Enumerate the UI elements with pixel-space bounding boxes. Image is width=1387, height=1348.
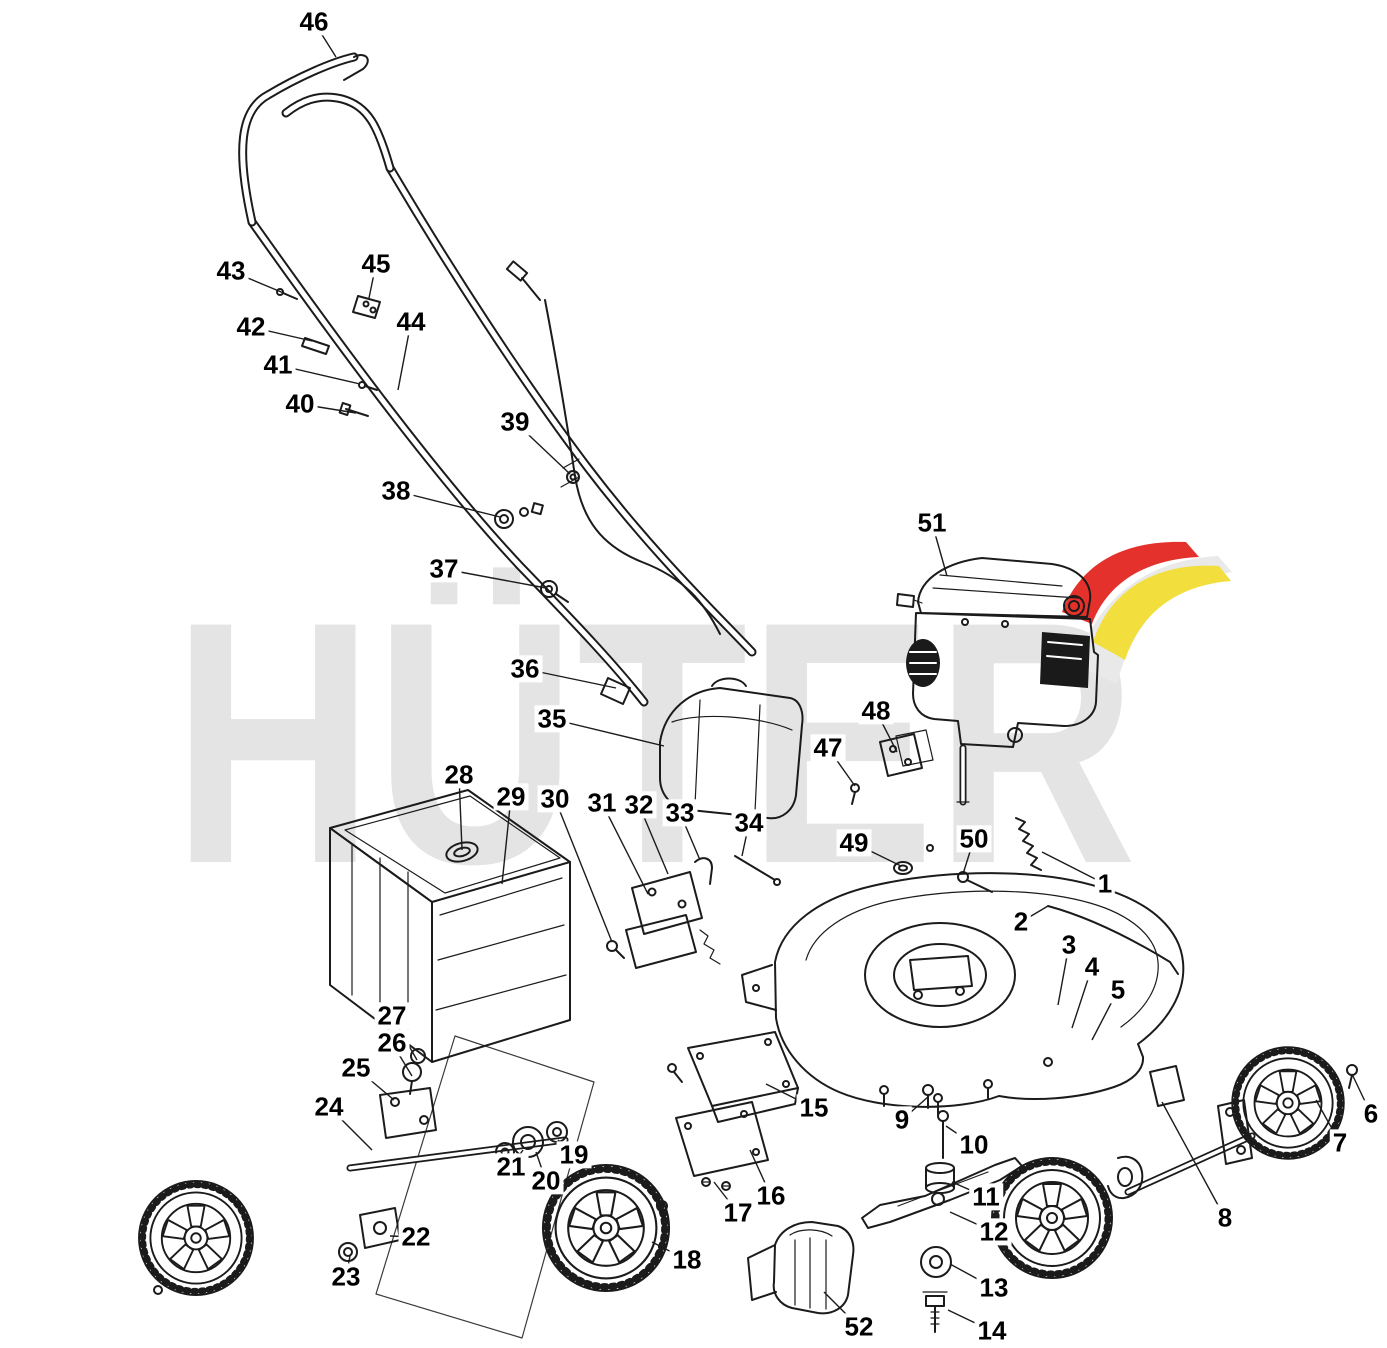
leader-line-29 [501, 796, 512, 885]
leader-line-44 [397, 321, 412, 391]
drive-rod-2 [1047, 905, 1179, 975]
leader-line-6 [1351, 1073, 1372, 1115]
front-axle-assembly [1107, 1064, 1358, 1200]
deck-inner-rim [805, 890, 1159, 1028]
leader-line-14 [947, 1309, 993, 1332]
recoil-cover [917, 557, 1092, 618]
ball-27 [410, 1048, 426, 1064]
carb-bowl [1007, 727, 1023, 743]
fuel-cap [1063, 595, 1085, 617]
bolt-6 [1346, 1064, 1358, 1076]
wheel-front-left [139, 1181, 253, 1295]
subassembly-frame [375, 1035, 595, 1339]
airbox-dark [1040, 632, 1090, 688]
leader-line-35 [551, 718, 665, 747]
leader-line-8 [1161, 1101, 1226, 1219]
wheel-rear-right [992, 1158, 1112, 1278]
logo-yellow-swoosh [1093, 565, 1231, 660]
brand-logo-swoosh [1062, 541, 1232, 684]
washer-13 [920, 1246, 952, 1278]
tube-end-cap-36 [600, 677, 631, 705]
leader-line-10 [945, 1125, 975, 1146]
cable-lever [301, 337, 330, 355]
line-art [139, 52, 1358, 1339]
pivot-plate-22 [359, 1207, 401, 1249]
leader-line-9 [901, 1095, 930, 1121]
leader-line-20 [535, 1151, 547, 1182]
front-bracket-8 [1149, 1065, 1185, 1107]
plate-15 [687, 1031, 799, 1107]
leader-line-13 [949, 1263, 995, 1289]
leader-line-31 [601, 802, 649, 895]
leader-line-27 [391, 1015, 418, 1061]
leader-line-41 [277, 364, 361, 385]
engine-block [912, 612, 1099, 748]
bolt-10-head [937, 1110, 949, 1122]
leader-line-12 [949, 1211, 995, 1233]
bracket-48 [879, 733, 923, 777]
spring-hook-33 [694, 857, 713, 885]
leader-line-22 [389, 1235, 417, 1238]
belt-cover-plates [667, 1031, 799, 1191]
grass-bag [329, 789, 571, 1063]
logo-red-swoosh [1062, 541, 1199, 624]
spring-1 [1015, 817, 1042, 871]
linkage-cluster [606, 855, 781, 969]
bag-handle [445, 841, 479, 863]
starter-cable [544, 299, 721, 635]
leader-line-52 [823, 1291, 860, 1328]
plate-16 [675, 1101, 769, 1177]
engine [896, 557, 1099, 806]
deck-side-tab [741, 964, 777, 1011]
wheel-rear-left-18 [543, 1165, 669, 1291]
knob-26 [402, 1062, 422, 1082]
handle-assembly [238, 52, 757, 707]
mulch-plug [747, 1221, 855, 1315]
engine-mount-hardware [850, 729, 1179, 975]
bracket-24 [379, 1087, 437, 1139]
leader-line-25 [355, 1067, 395, 1101]
handle-hardware [276, 260, 541, 417]
leader-line-23 [345, 1255, 351, 1278]
clamp-45 [352, 295, 381, 319]
rod-34 [734, 855, 776, 881]
bolt-14 [925, 1295, 945, 1307]
leader-line-46 [313, 21, 337, 58]
hub-cup [1107, 1155, 1144, 1200]
washer-49 [893, 861, 913, 875]
rear-drive-assembly [338, 1048, 569, 1262]
handle-knob-38 [494, 509, 514, 529]
handle-knob-37 [540, 580, 558, 598]
leader-line-42 [250, 326, 313, 342]
leader-line-26 [391, 1042, 413, 1077]
leader-line-24 [328, 1106, 373, 1151]
handle-end-hook [343, 54, 369, 81]
cable-clamp-39 [566, 470, 580, 484]
deck-outline [774, 872, 1185, 1108]
leader-line-43 [230, 270, 287, 295]
leader-line-30 [554, 798, 613, 943]
leader-line-3 [1057, 944, 1070, 1006]
washer-23 [338, 1242, 358, 1262]
rope-guide [521, 277, 541, 301]
leader-line-11 [951, 1181, 987, 1198]
leader-line-38 [395, 490, 501, 518]
bolt-9 [922, 1084, 934, 1096]
wheel-front-right-7 [1232, 1047, 1344, 1159]
mower-deck [741, 872, 1185, 1115]
leader-line-45 [368, 263, 377, 299]
leader-line-17 [713, 1181, 739, 1214]
leader-line-5 [1091, 989, 1119, 1041]
leader-line-4 [1071, 966, 1093, 1029]
pull-grip [896, 593, 915, 608]
leader-line-1 [1041, 851, 1106, 885]
